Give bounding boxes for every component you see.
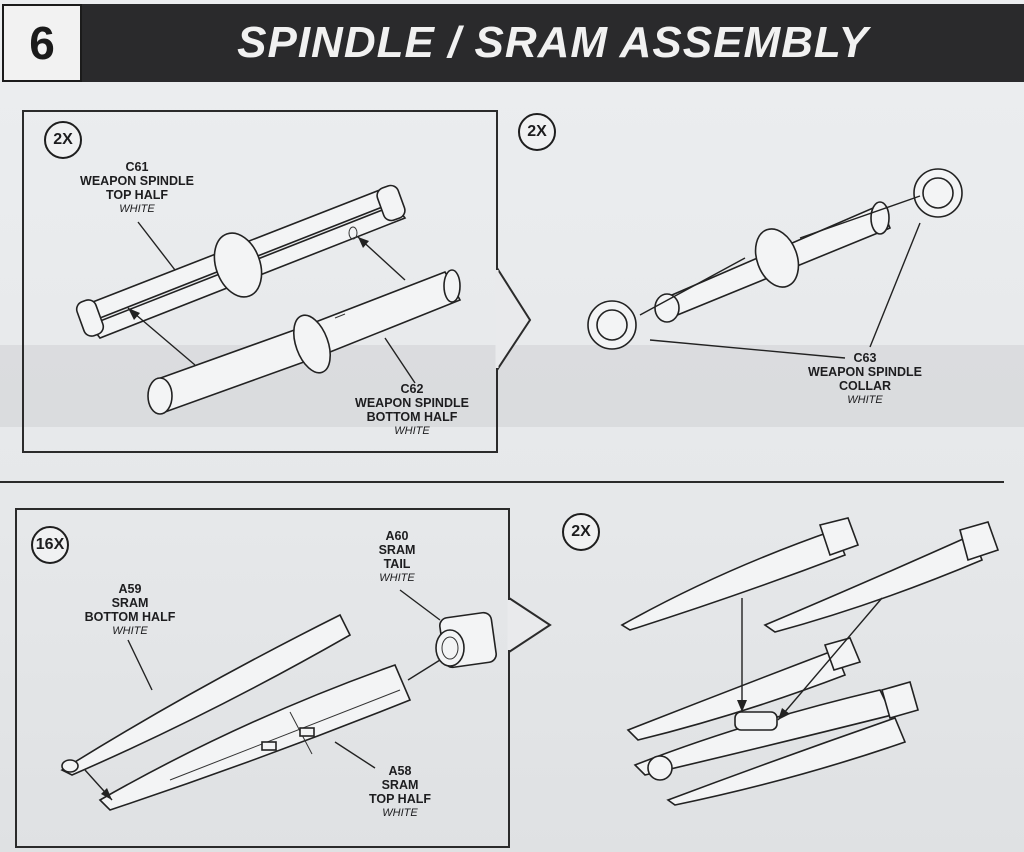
mount-arrow-right: [777, 597, 883, 721]
a58-leader: [334, 741, 376, 769]
a60-leader: [399, 589, 441, 621]
c62-bottom-half-drawing: [147, 269, 462, 415]
quantity-badge-spindle-collar: 2X: [518, 113, 556, 151]
quantity-badge-spindle-parts: 2X: [44, 121, 82, 159]
assembled-spindle-drawing: [587, 168, 963, 350]
label-a58: A58 SRAM TOP HALF WHITE: [368, 764, 432, 819]
label-c62: C62 WEAPON SPINDLE BOTTOM HALF WHITE: [355, 382, 469, 437]
section-divider: [0, 481, 1004, 483]
a60-tail-drawing: [435, 611, 497, 669]
a59-bottom-half-drawing: [60, 613, 352, 776]
label-a59: A59 SRAM BOTTOM HALF WHITE: [84, 582, 176, 637]
assembly-arrow-left: [127, 307, 196, 366]
label-c63: C63 WEAPON SPINDLE COLLAR WHITE: [808, 351, 922, 406]
a58-top-half-drawing: [98, 663, 412, 811]
label-a60: A60 SRAM TAIL WHITE: [378, 529, 416, 584]
c62-leader: [384, 337, 416, 384]
callout-pointer-top: [496, 264, 532, 374]
quantity-badge-sram-parts: 16X: [31, 526, 69, 564]
step-number: 6: [29, 17, 55, 69]
title-bar: SPINDLE / SRAM ASSEMBLY: [82, 4, 1024, 82]
label-c61: C61 WEAPON SPINDLE TOP HALF WHITE: [80, 160, 194, 215]
c63-leader-right: [869, 222, 921, 348]
quantity-badge-sram-mount: 2X: [562, 513, 600, 551]
a59-leader: [127, 639, 153, 691]
step-number-box: 6: [2, 4, 82, 82]
sram-parts-frame: [15, 508, 510, 848]
c63-leader-left: [649, 339, 846, 359]
sram-mount-drawing: [620, 517, 1000, 806]
callout-pointer-bottom: [508, 596, 552, 654]
c61-leader: [137, 221, 176, 271]
page-title: SPINDLE / SRAM ASSEMBLY: [237, 18, 869, 67]
c61-top-half-drawing: [75, 184, 407, 339]
